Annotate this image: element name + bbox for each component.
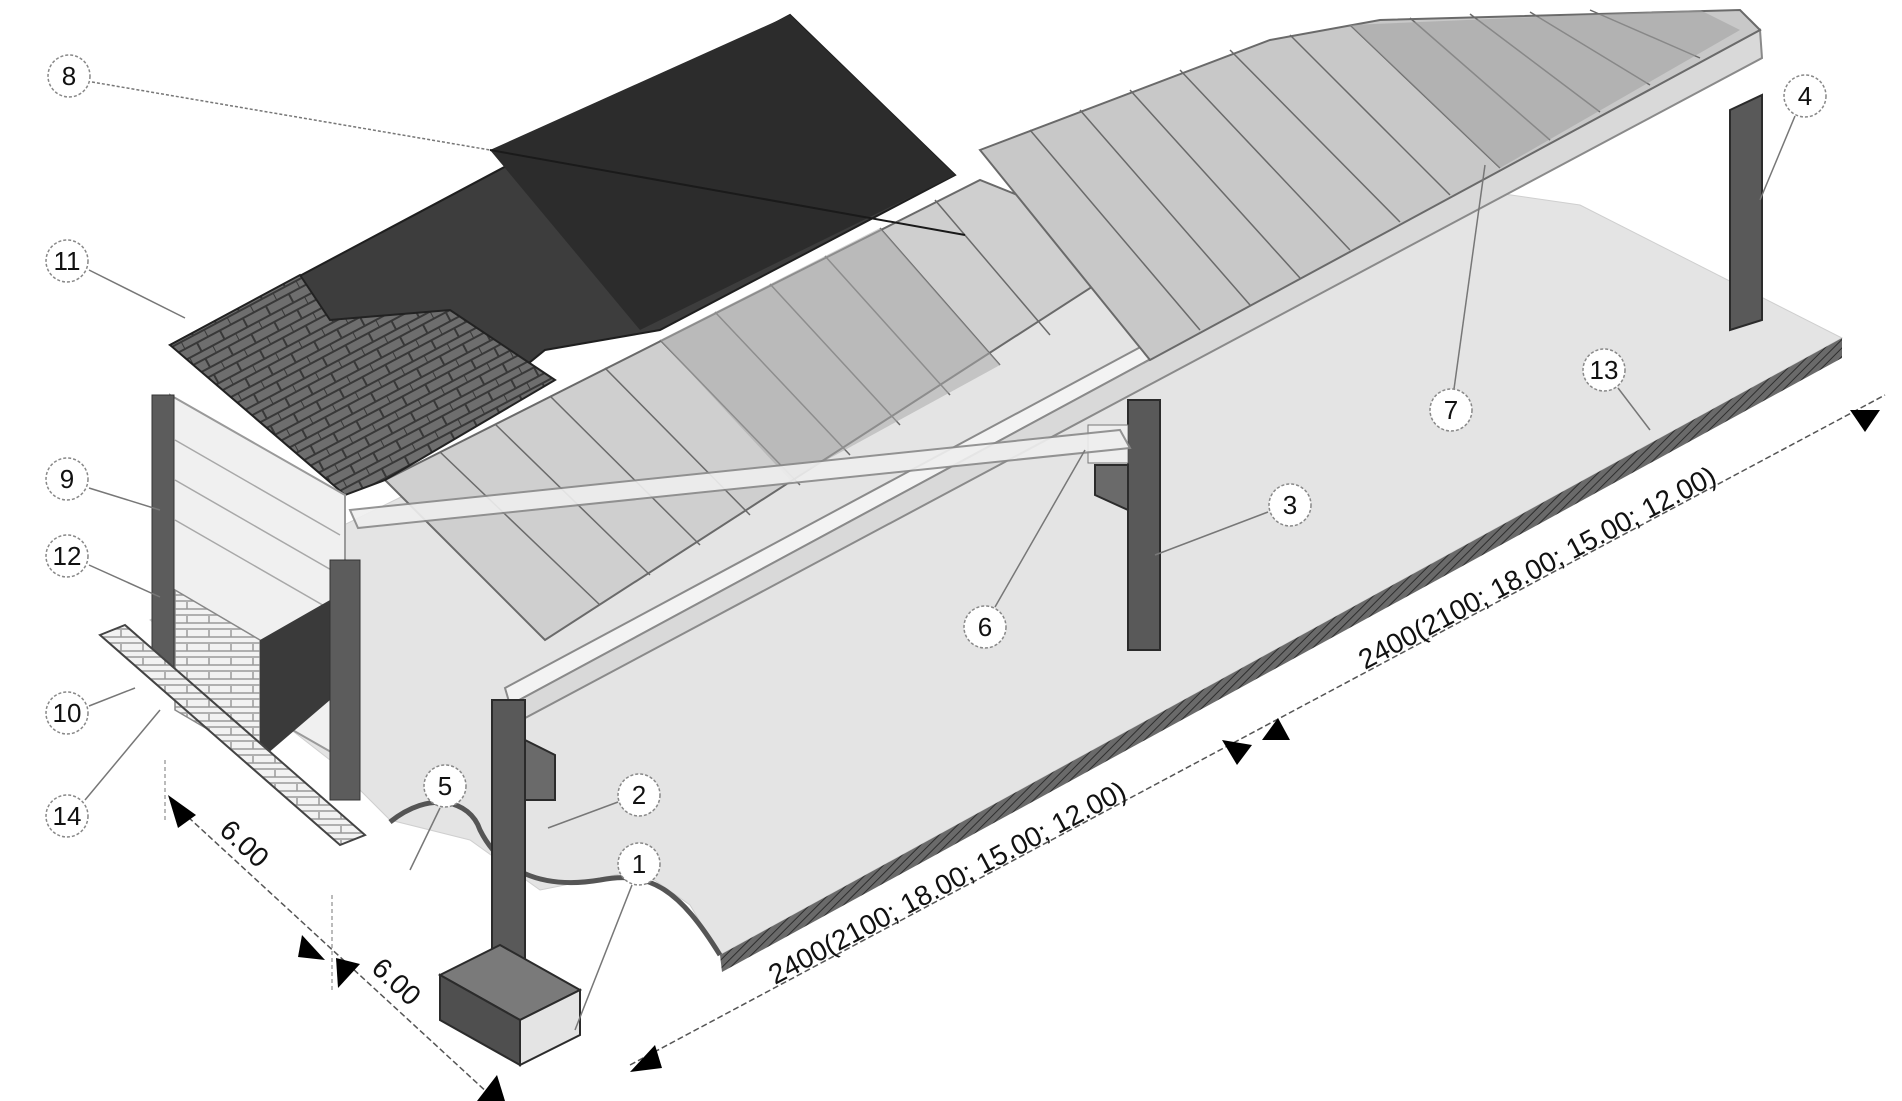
plinth-strip — [98, 623, 367, 847]
column-middle-shaft — [1127, 399, 1161, 651]
roof-membrane-darker — [490, 15, 955, 330]
callout-label-10: 10 — [53, 698, 82, 728]
callout-8: 8 — [47, 54, 491, 151]
dim-arrow — [336, 958, 360, 988]
dim-arrow — [168, 795, 196, 828]
dim-width-1: 6.00 — [214, 814, 275, 874]
callouts: 8 11 9 12 10 14 5 — [45, 54, 1827, 1031]
corner-column-right — [329, 559, 361, 801]
callout-9: 9 — [45, 457, 161, 511]
dim-arrow — [1850, 410, 1880, 432]
callout-label-1: 1 — [632, 849, 646, 879]
callout-14: 14 — [45, 709, 161, 838]
column-rear-shaft — [1729, 93, 1763, 332]
callout-13: 13 — [1582, 348, 1651, 431]
callout-1: 1 — [574, 842, 661, 1031]
wall-opening-shadow — [260, 600, 330, 760]
column-middle-corbel — [1094, 464, 1129, 512]
dim-width-2: 6.00 — [366, 952, 427, 1012]
callout-3: 3 — [1154, 483, 1312, 556]
callout-label-11: 11 — [54, 246, 81, 276]
foundation-right — [519, 988, 581, 1067]
callout-label-6: 6 — [978, 612, 992, 642]
column-front-shaft — [491, 699, 526, 976]
roof-tiles — [168, 273, 557, 497]
floor-edge-hatched — [720, 338, 1842, 972]
callout-label-5: 5 — [438, 771, 452, 801]
roof-slab-rear-mid-tone — [1350, 10, 1740, 168]
gable-end — [98, 393, 367, 847]
callout-11: 11 — [45, 239, 186, 319]
roof-slab-mid-tone — [660, 228, 1000, 480]
wall-panel-joints — [174, 439, 341, 616]
columns — [437, 93, 1763, 1067]
callout-label-7: 7 — [1444, 395, 1458, 425]
cross-beam — [348, 428, 1132, 530]
callout-label-13: 13 — [1590, 355, 1619, 385]
callout-label-2: 2 — [632, 780, 646, 810]
callout-5: 5 — [409, 764, 467, 871]
callout-12: 12 — [45, 534, 161, 598]
dim-arrow — [630, 1045, 662, 1072]
roof-slabs — [383, 8, 1762, 642]
callout-6: 6 — [963, 449, 1086, 649]
callout-4: 4 — [1759, 74, 1827, 201]
callout-label-3: 3 — [1283, 490, 1297, 520]
dim-arrow — [1262, 718, 1290, 740]
corner-column-left — [151, 394, 175, 681]
dim-arrow — [1222, 740, 1252, 765]
column-front-corbel — [524, 738, 556, 801]
callout-10: 10 — [45, 687, 136, 735]
callout-label-14: 14 — [53, 801, 82, 831]
callout-2: 2 — [547, 773, 661, 829]
callout-label-12: 12 — [53, 541, 82, 571]
roof-covering — [168, 13, 966, 497]
dim-arrow — [298, 935, 325, 960]
callout-7: 7 — [1429, 164, 1486, 432]
callout-label-4: 4 — [1798, 81, 1812, 111]
dim-arrow — [477, 1075, 505, 1101]
callout-label-8: 8 — [62, 61, 76, 91]
callout-label-9: 9 — [60, 464, 74, 494]
